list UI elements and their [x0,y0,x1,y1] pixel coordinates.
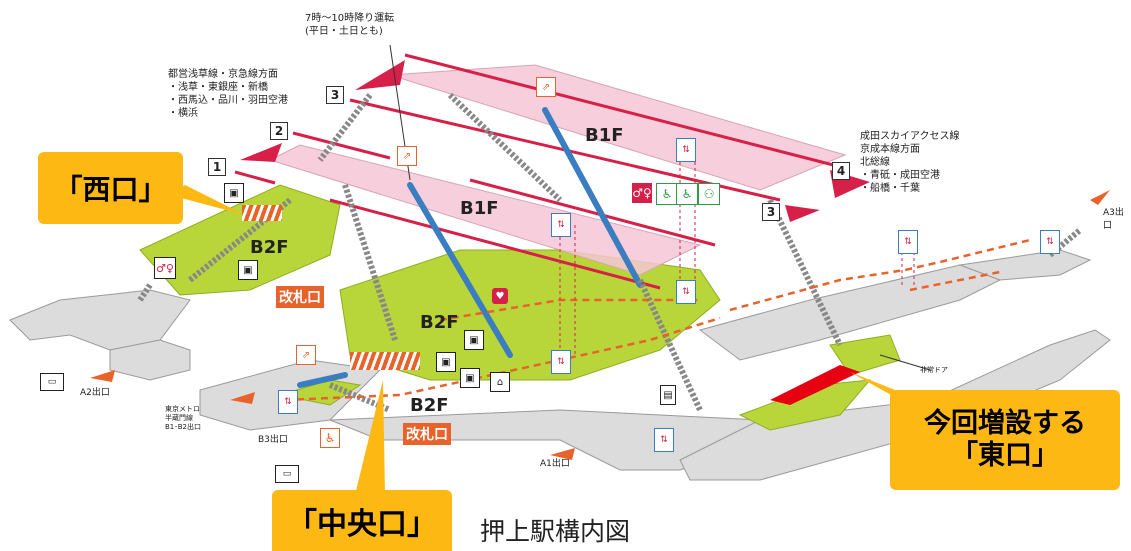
leader-line-emergency [879,354,931,371]
new-east-exit-area [770,365,860,405]
station-office-icon: ⌂ [490,372,510,392]
floor-label: B1F [585,125,624,146]
multipurpose-restroom-icon: ⚇ [698,183,720,205]
restroom-icon: ♂♀ [154,257,176,279]
floor-label: B2F [250,237,289,258]
elevator-icon: ⇅ [551,350,571,374]
ticket-gates-west [242,205,282,221]
accessible-icon: ♿ [676,183,698,205]
ticket-gate-label: 改札口 [403,423,451,445]
map-caption: 押上駅構内図 [480,517,631,546]
escalator-icon: ⇗ [296,345,316,365]
ticket-machine-icon: ▣ [238,260,258,280]
note-line: ・西馬込・品川・羽田空港 [168,95,288,106]
platform-number: 1 [208,158,226,176]
platform-number: 2 [270,122,288,140]
note-line: ・船橋・千葉 [860,183,920,194]
rapid-service-note: 7時～10時降り運転 (平日・土日とも) [305,12,394,38]
note-line: 7時～10時降り運転 [305,13,395,24]
ticket-machine-icon: ▣ [224,183,244,203]
west-exit-callout: 「西口」 [38,152,183,224]
elevator-icon: ⇅ [278,390,298,414]
note-line: ・横浜 [168,108,198,119]
east-exit-callout: 今回増設する 「東口」 [890,390,1120,490]
elevator-icon: ⇅ [676,280,696,304]
coin-locker-icon: ▤ [660,385,676,405]
b1f-platforms [268,64,847,276]
b2f-concourse [139,184,901,431]
callout-text: 「東口」 [951,440,1059,471]
aed-icon: ♥ [492,288,508,304]
elevator-icon: ⇅ [654,428,674,452]
metro-exit-label: 東京メトロ 半蔵門線 B1･B2出口 [165,405,201,432]
callout-text: 「中央口」 [287,506,437,542]
callout-text: 「西口」 [54,173,167,206]
floor-label: B2F [410,395,449,416]
emergency-door-label: 非常ドア [920,366,948,374]
baby-care-icon: ♿ [656,183,678,205]
note-line: (平日・土日とも) [305,26,383,37]
accessible-icon: ♿ [320,428,340,448]
escalator-icon: ⇗ [536,77,556,97]
exit-label: A3出口 [1103,208,1124,231]
exit-label: B3出口 [258,435,288,445]
exit-label-line: B1･B2出口 [165,423,202,431]
ticket-machine-icon: ▣ [464,330,484,350]
escalators [297,107,643,388]
bus-icon: ▭ [275,465,299,483]
exit-label: A2出口 [80,388,110,398]
escalator-icon: ⇗ [397,146,417,166]
exit-label: A1出口 [540,459,570,469]
platform-number: 3 [762,203,780,221]
platform-number: 4 [832,162,850,180]
exit-label-line: 東京メトロ [165,405,200,413]
elevator-icon: ⇅ [676,138,696,162]
note-line: ・青砥・成田空港 [860,170,940,181]
note-line: 都営浅草線・京急線方面 [168,69,278,80]
central-exit-callout: 「中央口」 [272,490,452,551]
bus-icon: ▭ [40,373,64,391]
note-line: 北総線 [860,157,890,168]
elevator-icon: ⇅ [898,230,918,254]
ticket-gate-label: 改札口 [276,286,324,308]
note-line: 成田スカイアクセス線 [860,131,960,142]
platform-number: 3 [326,86,344,104]
elevator-icon: ⇅ [1040,230,1060,254]
note-line: 京成本線方面 [860,144,920,155]
ticket-machine-icon: ▣ [460,368,480,388]
elevator-icon: ⇅ [551,213,571,237]
floor-label: B1F [460,198,499,219]
exit-label-line: 半蔵門線 [165,414,193,422]
restroom-icon: ♂♀ [632,183,652,203]
exit-arrows [90,190,1110,460]
note-line: ・浅草・東銀座・新橋 [168,82,268,93]
ticket-machine-icon: ▣ [436,352,456,372]
ticket-gates-central [350,352,420,370]
narita-line-note: 成田スカイアクセス線 京成本線方面 北総線 ・青砥・成田空港 ・船橋・千葉 [860,130,960,195]
callout-text: 今回増設する [924,408,1086,439]
floor-label: B2F [420,312,459,333]
asakusa-line-note: 都営浅草線・京急線方面 ・浅草・東銀座・新橋 ・西馬込・品川・羽田空港 ・横浜 [168,68,288,120]
